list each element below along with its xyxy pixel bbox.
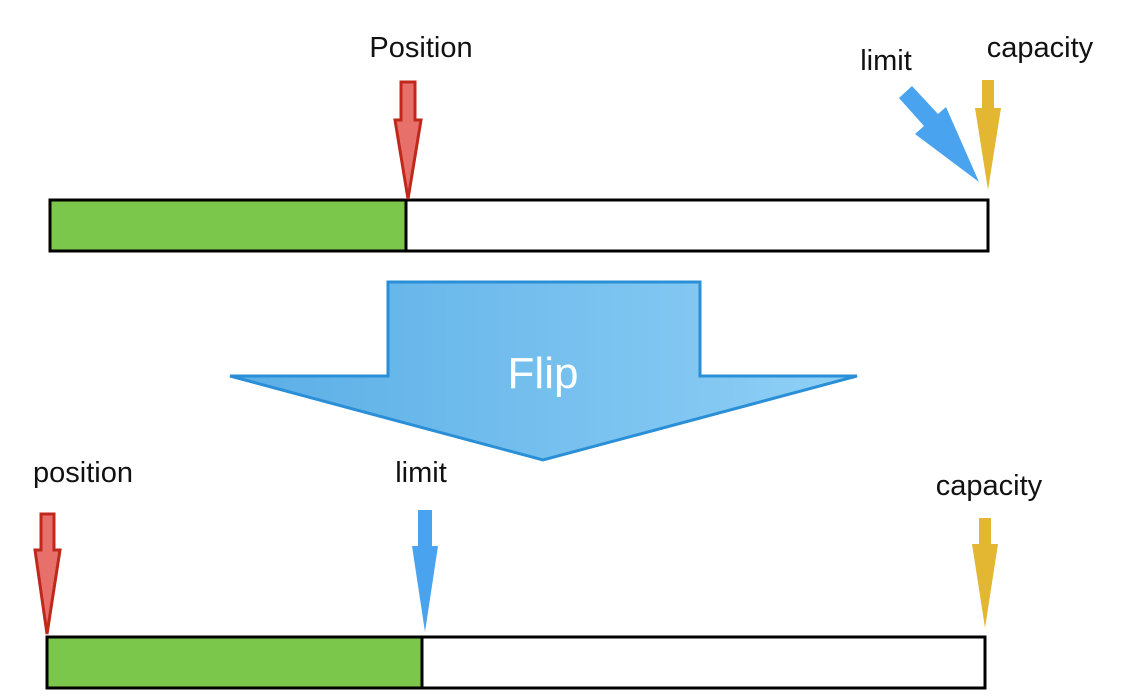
top-buffer-filled <box>51 201 406 250</box>
flip-arrow-icon <box>229 280 858 462</box>
top-limit-label: limit <box>860 45 912 77</box>
flip-label: Flip <box>508 349 579 398</box>
bottom-capacity-label: capacity <box>936 470 1043 502</box>
bottom-limit-arrow-icon <box>412 510 438 632</box>
top-capacity-arrow-icon <box>975 80 1001 190</box>
bottom-buffer-group: position limit capacity <box>33 457 1043 690</box>
bottom-position-arrow-icon <box>33 512 62 635</box>
bottom-capacity-arrow-icon <box>972 518 998 628</box>
bottom-position-label: position <box>33 457 133 489</box>
top-buffer-group: Position limit capacity <box>48 32 1094 253</box>
top-position-label: Position <box>369 32 472 64</box>
flip-arrow-group: Flip <box>229 280 858 462</box>
bottom-limit-label: limit <box>395 457 447 489</box>
bottom-buffer-filled <box>48 638 422 687</box>
top-capacity-label: capacity <box>987 32 1094 64</box>
top-limit-arrow-icon <box>899 86 979 182</box>
top-position-arrow-icon <box>393 80 423 200</box>
